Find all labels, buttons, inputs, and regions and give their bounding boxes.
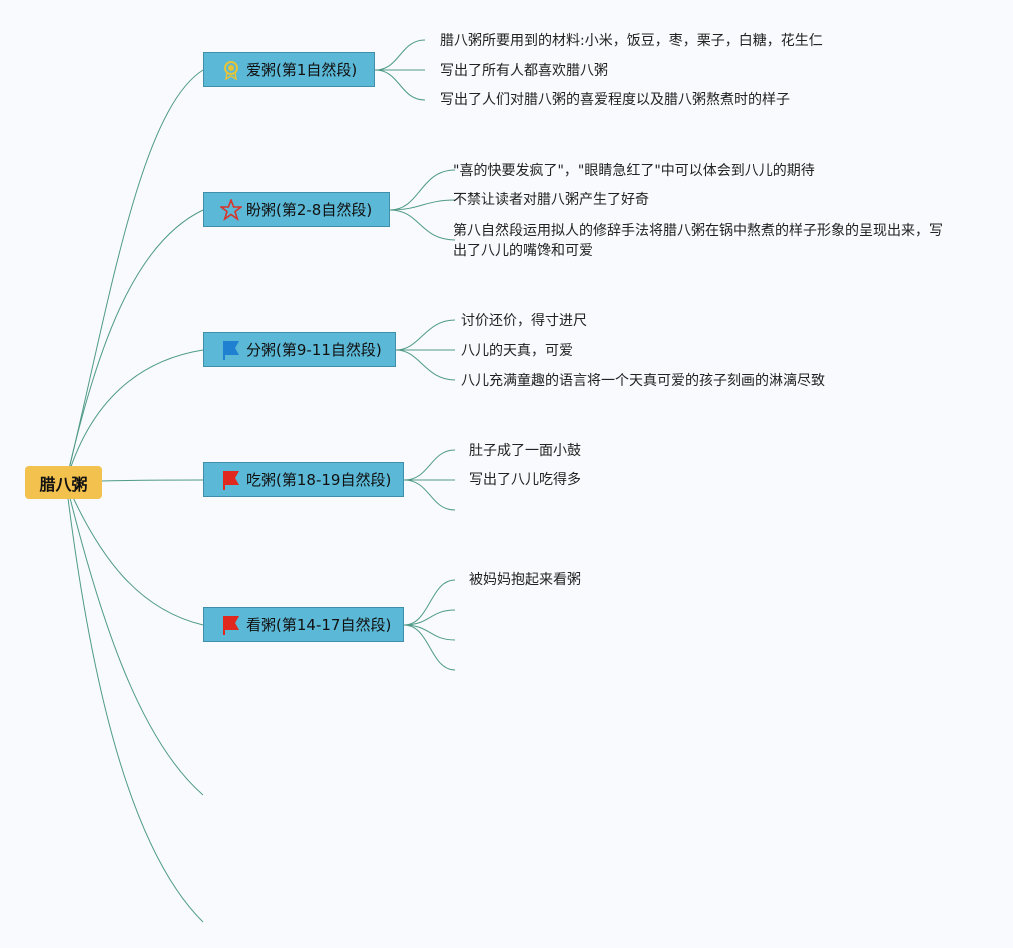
red-flag-icon [220,614,242,636]
star-icon [220,198,242,221]
edge-b5-l1 [403,579,456,626]
edge-b2-l2 [389,199,456,211]
branch-label: 看粥(第14-17自然段) [246,616,392,634]
edge-root-branch-3 [65,349,204,483]
branch-ai-zhou[interactable]: 爱粥(第1自然段) [203,52,375,87]
root-topic[interactable]: 腊八粥 [25,466,102,499]
leaf-b1-3[interactable]: 写出了人们对腊八粥的喜爱程度以及腊八粥熬煮时的样子 [440,92,790,108]
branch-pan-zhou[interactable]: 盼粥(第2-8自然段) [203,192,390,227]
leaf-b4-1[interactable]: 肚子成了一面小鼓 [469,443,581,459]
leaf-b3-1[interactable]: 讨价还价，得寸进尺 [461,313,587,329]
edge-b5-l3 [403,624,456,641]
edge-b2-l3 [389,209,456,241]
edge-root-branch-5 [65,481,204,626]
edge-b5-l4 [403,624,456,671]
leaf-b1-1[interactable]: 腊八粥所要用到的材料:小米，饭豆，枣，栗子，白糖，花生仁 [440,33,823,49]
branch-kan-zhou[interactable]: 看粥(第14-17自然段) [203,607,404,642]
edge-root-branch-1 [65,69,204,483]
leaf-b5-1[interactable]: 被妈妈抱起来看粥 [469,572,581,588]
edge-root-branch-2 [65,209,204,483]
edge-root-empty-1 [65,481,204,796]
edge-b5-l2 [403,609,456,626]
leaf-b3-2[interactable]: 八儿的天真，可爱 [461,343,573,359]
medal-icon [220,59,242,81]
leaf-b1-2[interactable]: 写出了所有人都喜欢腊八粥 [440,63,608,79]
edge-root-empty-2 [65,481,204,923]
edge-b4-l1 [403,449,456,481]
blue-flag-icon [220,339,242,361]
leaf-b2-1[interactable]: "喜的快要发疯了"，"眼睛急红了"中可以体会到八儿的期待 [453,163,815,179]
edge-b3-l1 [395,319,456,351]
edge-b1-l1 [374,39,426,71]
branch-chi-zhou[interactable]: 吃粥(第18-19自然段) [203,462,404,497]
edge-b3-l3 [395,349,456,381]
branch-fen-zhou[interactable]: 分粥(第9-11自然段) [203,332,396,367]
red-flag-icon [220,469,242,491]
leaf-b3-3[interactable]: 八儿充满童趣的语言将一个天真可爱的孩子刻画的淋漓尽致 [461,373,825,389]
edge-b1-l3 [374,69,426,101]
edge-b4-l3 [403,479,456,511]
branch-label: 爱粥(第1自然段) [246,61,358,79]
leaf-b2-2[interactable]: 不禁让读者对腊八粥产生了好奇 [453,192,649,208]
branch-label: 盼粥(第2-8自然段) [246,201,373,219]
branch-label: 分粥(第9-11自然段) [246,341,382,359]
branch-label: 吃粥(第18-19自然段) [246,471,392,489]
leaf-b4-2[interactable]: 写出了八儿吃得多 [469,472,581,488]
edge-b2-l1 [389,169,456,211]
leaf-b2-3[interactable]: 第八自然段运用拟人的修辞手法将腊八粥在锅中熬煮的样子形象的呈现出来，写出了八儿的… [453,223,943,259]
